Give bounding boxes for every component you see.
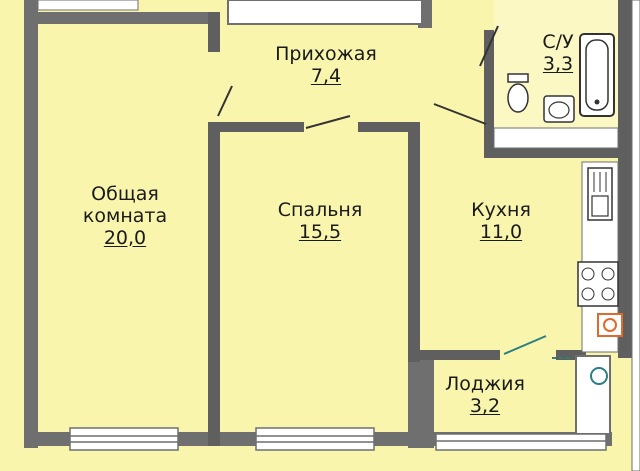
toilet-icon (507, 73, 529, 113)
room-area: 7,4 (310, 64, 342, 87)
room-area: 11,0 (479, 220, 523, 243)
room-area: 20,0 (103, 226, 147, 249)
right-wall-strip (631, 0, 640, 471)
windows (69, 427, 607, 451)
room-name-line2: комната (82, 204, 168, 227)
room-label-bath: С/У 3,3 (528, 31, 588, 76)
room-name: Спальня (277, 199, 363, 221)
doors (217, 25, 572, 359)
sink-icon (543, 95, 575, 123)
room-area: 15,5 (298, 220, 342, 243)
room-label-hall: Прихожая 7,4 (258, 43, 394, 88)
room-label-bedroom: Спальня 15,5 (250, 199, 390, 244)
room-area: 3,3 (542, 52, 574, 75)
room-name: Кухня (471, 199, 531, 221)
room-area: 3,2 (469, 394, 501, 417)
stove-icon (577, 261, 619, 307)
kitchen-sink-icon (587, 167, 613, 221)
bathtub-icon (579, 33, 615, 117)
top-fixture (37, 0, 139, 11)
room-label-loggia: Лоджия 3,2 (430, 373, 540, 418)
room-name: С/У (542, 31, 574, 53)
room-label-kitchen: Кухня 11,0 (446, 199, 556, 244)
room-name: Прихожая (275, 43, 377, 65)
interior-walls (208, 0, 640, 446)
room-name-line1: Общая (91, 183, 159, 205)
vent-icon (597, 313, 623, 337)
drain-icon (590, 367, 608, 385)
top-recess (227, 0, 423, 25)
room-label-living: Общая комната 20,0 (60, 183, 190, 250)
room-name: Лоджия (445, 373, 525, 395)
loggia-frame (575, 355, 611, 435)
bath-shelf (493, 127, 619, 149)
